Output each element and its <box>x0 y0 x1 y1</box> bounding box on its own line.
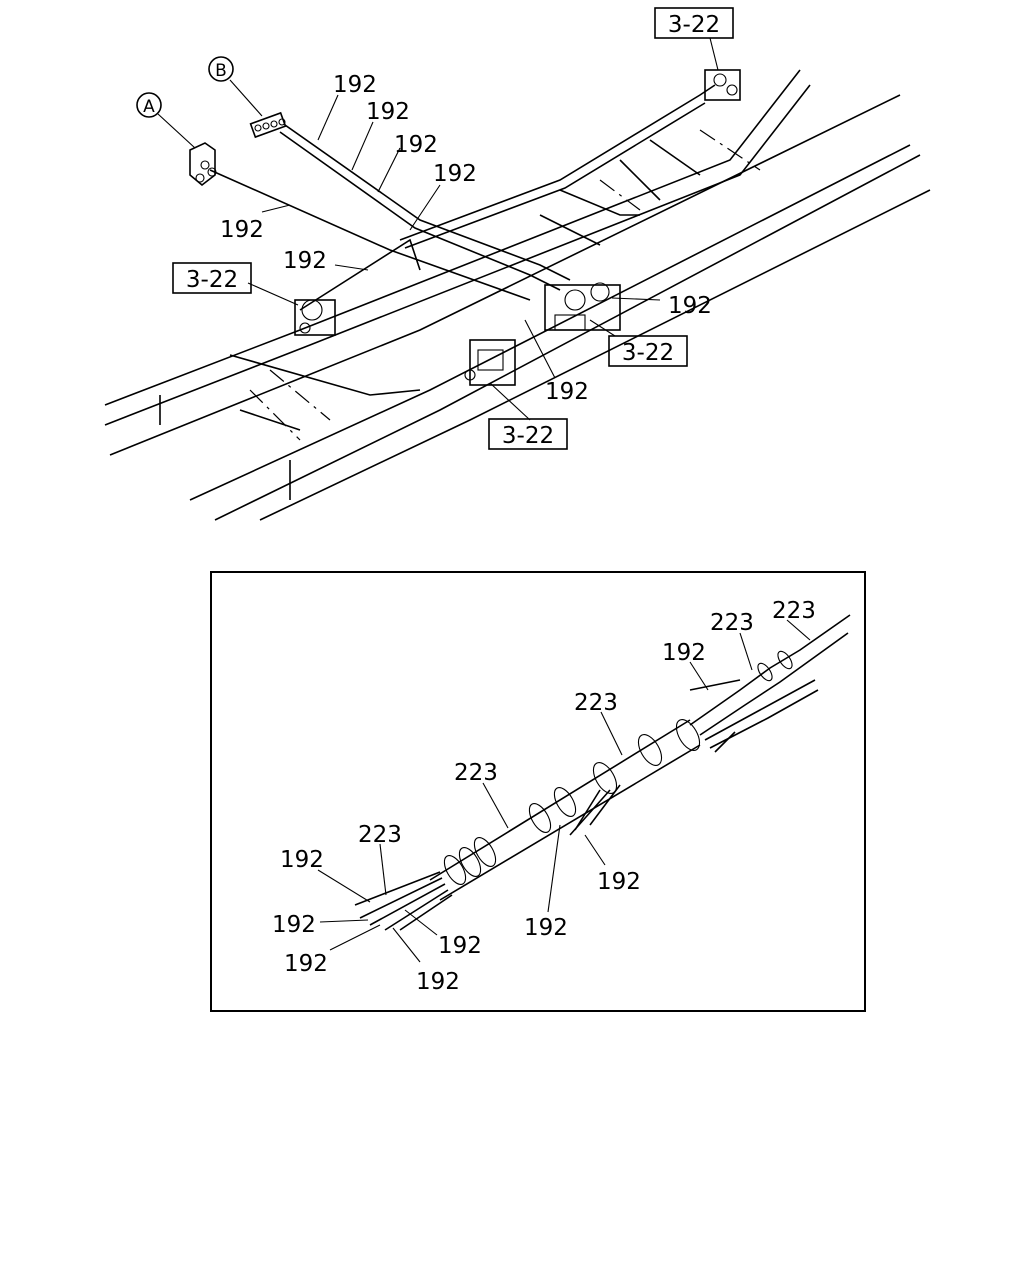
label-223: 223 <box>574 690 618 716</box>
callout-circle-b <box>208 56 234 82</box>
connector-a <box>189 142 217 187</box>
detail-frame <box>210 571 866 1012</box>
label-192: 192 <box>333 72 377 98</box>
leader-lines-top <box>247 37 719 421</box>
ref-label: 3-22 <box>622 340 674 366</box>
callout-a: A <box>143 97 155 117</box>
label-192: 192 <box>366 99 410 125</box>
part-labels-top: 192 192 192 192 192 192 192 192 <box>220 72 712 405</box>
leader-lines-detail <box>317 619 811 963</box>
label-192: 192 <box>597 869 641 895</box>
ref-boxes: 3-22 3-22 3-22 3-22 <box>172 7 734 450</box>
label-192: 192 <box>272 912 316 938</box>
connector-b <box>249 111 287 139</box>
ref-label: 3-22 <box>502 423 554 449</box>
ref-box <box>172 262 252 294</box>
callout-circle-a <box>136 92 162 118</box>
label-223: 223 <box>454 760 498 786</box>
label-192: 192 <box>394 132 438 158</box>
chassis-frame <box>104 69 931 521</box>
ref-box <box>608 335 688 367</box>
label-192: 192 <box>662 640 706 666</box>
part-labels-detail: 223 223 223 223 223 192 192 192 192 192 … <box>272 598 816 995</box>
component-left-valve <box>294 299 336 336</box>
component-center-switch <box>464 339 516 386</box>
callout-b: B <box>215 61 227 81</box>
label-223: 223 <box>710 610 754 636</box>
harness-route <box>209 84 716 311</box>
label-192: 192 <box>283 248 327 274</box>
ref-box <box>654 7 734 39</box>
ref-label: 3-22 <box>186 267 238 293</box>
harness-bundle <box>354 614 851 931</box>
label-192: 192 <box>433 161 477 187</box>
label-192: 192 <box>524 915 568 941</box>
label-192: 192 <box>545 379 589 405</box>
component-right-valve <box>544 282 621 331</box>
label-223: 223 <box>358 822 402 848</box>
label-223: 223 <box>772 598 816 624</box>
label-192: 192 <box>668 293 712 319</box>
component-top-right <box>704 69 741 101</box>
label-192: 192 <box>280 847 324 873</box>
ref-label: 3-22 <box>668 12 720 38</box>
label-192: 192 <box>416 969 460 995</box>
ref-box <box>488 418 568 450</box>
label-192: 192 <box>284 951 328 977</box>
label-192: 192 <box>438 933 482 959</box>
label-192: 192 <box>220 217 264 243</box>
